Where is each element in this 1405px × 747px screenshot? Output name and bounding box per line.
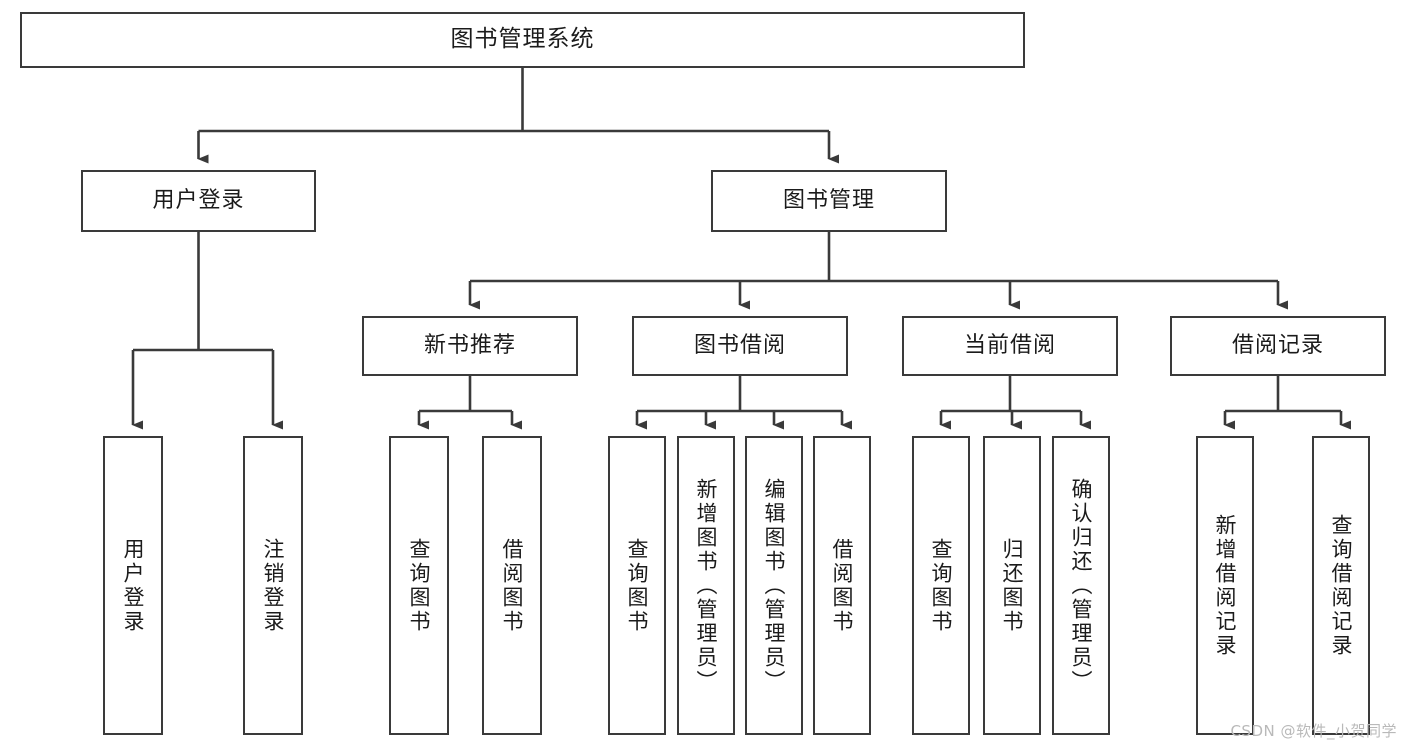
- node-label: 确认归还（管理员）: [1069, 477, 1094, 694]
- watermark-text: CSDN @软件_小贺同学: [1230, 722, 1397, 740]
- node-leaf-b-borrow[interactable]: 借阅图书: [813, 436, 871, 735]
- node-label: 归还图书: [1000, 537, 1025, 634]
- node-root[interactable]: 图书管理系统: [20, 12, 1025, 68]
- node-label: 借阅图书: [500, 537, 525, 634]
- node-leaf-c-query[interactable]: 查询图书: [912, 436, 970, 735]
- node-label: 图书管理: [782, 188, 875, 214]
- node-label: 用户登录: [121, 537, 146, 634]
- node-label: 编辑图书（管理员）: [762, 477, 787, 694]
- node-label: 新书推荐: [423, 333, 516, 359]
- node-label: 借阅图书: [830, 537, 855, 634]
- node-login[interactable]: 用户登录: [81, 170, 316, 232]
- node-label: 当前借阅: [963, 333, 1056, 359]
- node-label: 图书管理系统: [450, 26, 595, 53]
- node-leaf-c-return[interactable]: 归还图书: [983, 436, 1041, 735]
- node-leaf-new-query[interactable]: 查询图书: [389, 436, 449, 735]
- node-leaf-b-query[interactable]: 查询图书: [608, 436, 666, 735]
- node-records[interactable]: 借阅记录: [1170, 316, 1386, 376]
- node-label: 注销登录: [261, 537, 286, 634]
- node-label: 用户登录: [152, 188, 245, 214]
- node-leaf-user-login[interactable]: 用户登录: [103, 436, 163, 735]
- node-leaf-user-logout[interactable]: 注销登录: [243, 436, 303, 735]
- node-newbook[interactable]: 新书推荐: [362, 316, 578, 376]
- node-label: 查询借阅记录: [1329, 513, 1354, 658]
- node-leaf-new-borrow[interactable]: 借阅图书: [482, 436, 542, 735]
- node-leaf-r-query[interactable]: 查询借阅记录: [1312, 436, 1370, 735]
- node-label: 新增借阅记录: [1213, 513, 1238, 658]
- node-leaf-c-confirm[interactable]: 确认归还（管理员）: [1052, 436, 1110, 735]
- node-leaf-r-add[interactable]: 新增借阅记录: [1196, 436, 1254, 735]
- node-leaf-b-edit[interactable]: 编辑图书（管理员）: [745, 436, 803, 735]
- node-borrow[interactable]: 图书借阅: [632, 316, 848, 376]
- node-label: 新增图书（管理员）: [694, 477, 719, 694]
- node-leaf-b-add[interactable]: 新增图书（管理员）: [677, 436, 735, 735]
- node-label: 借阅记录: [1231, 333, 1324, 359]
- node-label: 查询图书: [625, 537, 650, 634]
- node-current[interactable]: 当前借阅: [902, 316, 1118, 376]
- node-bookmgmt[interactable]: 图书管理: [711, 170, 947, 232]
- node-label: 查询图书: [929, 537, 954, 634]
- node-label: 图书借阅: [693, 333, 786, 359]
- node-label: 查询图书: [407, 537, 432, 634]
